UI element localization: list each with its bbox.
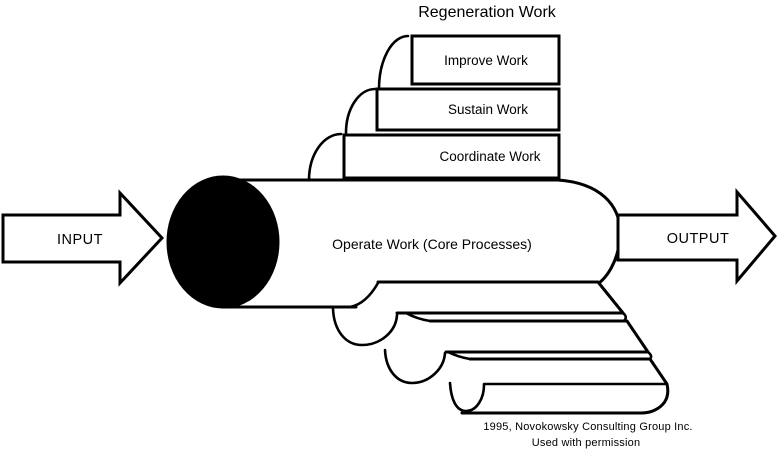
coordinate-work-label: Coordinate Work — [439, 149, 540, 164]
tube-1-bend-under — [331, 307, 399, 347]
input-label: INPUT — [57, 232, 103, 248]
tube-3-outline — [460, 357, 670, 415]
improve-work-box — [410, 34, 561, 86]
input-arrow — [1, 189, 165, 287]
output-label: OUTPUT — [667, 231, 730, 247]
coordinate-work-box — [342, 133, 561, 180]
pipe-bend-arc-sustain — [344, 87, 377, 135]
tube-2-bend-under — [383, 348, 447, 385]
tube-2-outline — [428, 319, 650, 354]
sustain-work-box — [375, 87, 561, 132]
tube-3-fill — [462, 359, 668, 413]
tube-2-bend-outer — [404, 311, 432, 323]
tube-1-outline — [376, 280, 625, 315]
tube-3-bend-outer — [446, 350, 472, 361]
attribution-line-1: 1995, Novokowsky Consulting Group Inc. — [483, 421, 692, 433]
tube-2-fill — [430, 321, 648, 352]
tube-1-bend-outer — [348, 281, 380, 309]
output-arrow — [616, 187, 777, 286]
pipe-bend-arc-coordinate — [307, 132, 343, 182]
operate-work-label: Operate Work (Core Processes) — [332, 236, 532, 252]
attribution-line-2: Used with permission — [532, 437, 641, 449]
sustain-work-label: Sustain Work — [448, 102, 528, 117]
diagram-title: Regeneration Work — [418, 4, 557, 21]
improve-work-label: Improve Work — [444, 53, 528, 68]
tube-3-bend-under — [448, 381, 486, 413]
operate-cylinder-body — [222, 180, 620, 307]
pipe-bend-arc-improve — [377, 34, 410, 91]
tube-1-fill — [378, 282, 623, 313]
cylinder-end-cap — [166, 175, 280, 309]
